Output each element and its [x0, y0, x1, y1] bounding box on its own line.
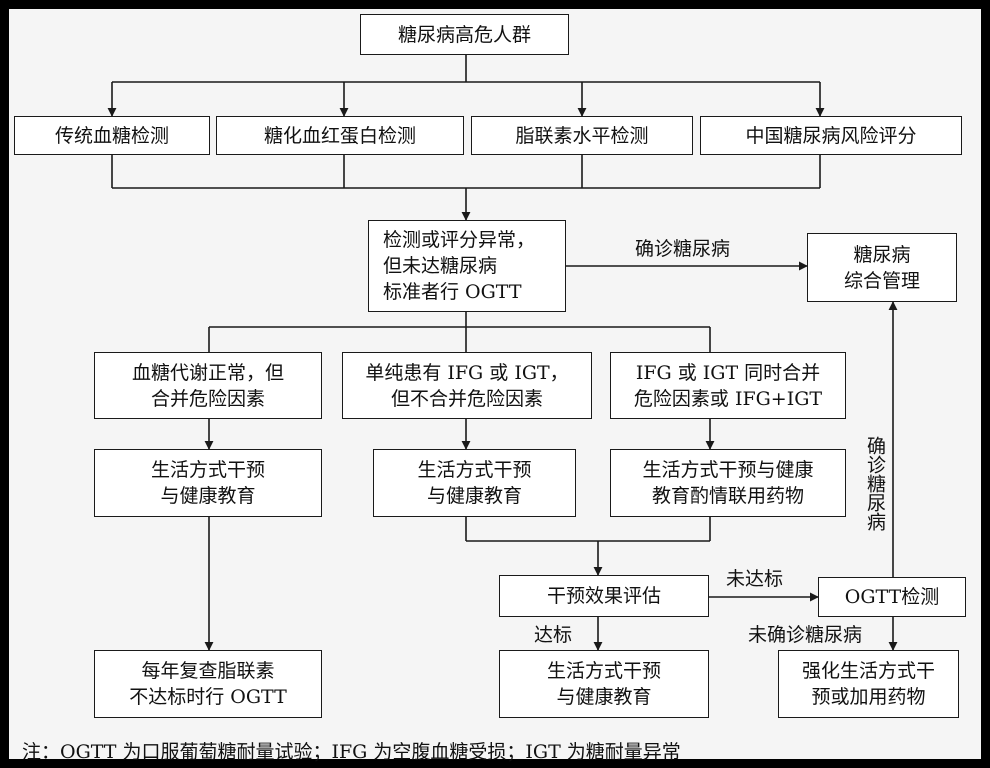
node-ifg-risk: IFG 或 IGT 同时合并 危险因素或 IFG+IGT: [610, 352, 846, 419]
node-traditional: 传统血糖检测: [14, 116, 210, 155]
node-life2: 生活方式干预 与健康教育: [373, 449, 576, 517]
node-root: 糖尿病高危人群: [360, 14, 569, 55]
node-abnormal: 检测或评分异常， 但未达糖尿病 标准者行 OGTT: [368, 220, 566, 312]
node-management: 糖尿病 综合管理: [807, 233, 957, 302]
footnote: 注：OGTT 为口服葡萄糖耐量试验；IFG 为空腹血糖受损；IGT 为糖耐量异常: [22, 741, 681, 763]
node-life1: 生活方式干预 与健康教育: [94, 449, 322, 517]
label-met: 达标: [534, 624, 573, 646]
node-life-drug: 生活方式干预与健康 教育酌情联用药物: [610, 449, 846, 517]
node-annual: 每年复查脂联素 不达标时行 OGTT: [94, 650, 322, 718]
label-not-confirmed: 未确诊糖尿病: [748, 624, 863, 646]
node-life3: 生活方式干预 与健康教育: [499, 650, 709, 718]
node-hba1c: 糖化血红蛋白检测: [216, 116, 464, 155]
node-risk-score: 中国糖尿病风险评分: [700, 116, 962, 155]
node-ifg-only: 单纯患有 IFG 或 IGT， 但不合并危险因素: [342, 352, 592, 419]
node-ogtt: OGTT检测: [818, 577, 966, 617]
node-normal-risk: 血糖代谢正常，但 合并危险因素: [94, 352, 322, 419]
label-confirmed-vertical: 确诊糖尿病: [864, 436, 886, 531]
node-intensify: 强化生活方式干 预或加用药物: [778, 650, 959, 718]
node-adiponectin: 脂联素水平检测: [471, 116, 693, 155]
label-confirmed: 确诊糖尿病: [635, 238, 731, 260]
label-not-met: 未达标: [726, 568, 784, 590]
node-evaluate: 干预效果评估: [499, 575, 709, 617]
